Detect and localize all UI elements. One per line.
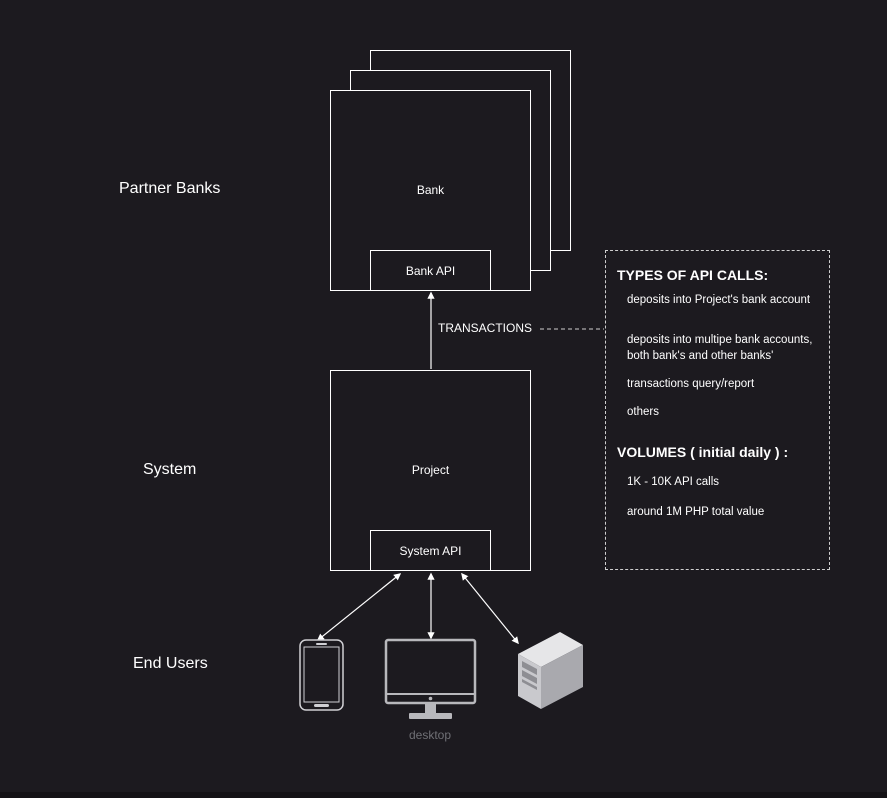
server-icon[interactable] [518, 632, 583, 709]
volume-item: around 1M PHP total value [627, 506, 765, 518]
volumes-heading: VOLUMES ( initial daily ) : [617, 444, 789, 460]
api-call-item: deposits into Project's bank account [627, 294, 811, 306]
row-label-end-users: End Users [133, 655, 208, 672]
api-call-item: transactions query/report [627, 378, 755, 390]
mobile-connector-arrow [316, 573, 402, 641]
api-call-item: others [627, 406, 659, 418]
api-calls-heading: TYPES OF API CALLS: [617, 267, 769, 283]
mobile-phone-icon[interactable] [299, 639, 344, 711]
server-connector-arrow [461, 572, 519, 645]
bank-api-box[interactable]: Bank API [370, 250, 491, 291]
desktop-monitor-icon[interactable] [384, 638, 477, 719]
bank-title: Bank [416, 183, 445, 197]
api-calls-note: TYPES OF API CALLS: deposits into Projec… [605, 250, 830, 570]
row-label-partner-banks: Partner Banks [119, 180, 221, 197]
bottom-edge [0, 792, 887, 798]
volume-item: 1K - 10K API calls [627, 476, 720, 488]
row-label-system: System [143, 461, 197, 478]
api-call-item: deposits into multipe bank accounts, bot… [627, 334, 813, 362]
desktop-caption: desktop [409, 728, 452, 742]
transactions-label: TRANSACTIONS [436, 321, 535, 335]
project-title: Project [411, 463, 450, 477]
system-api-box[interactable]: System API [370, 530, 491, 571]
